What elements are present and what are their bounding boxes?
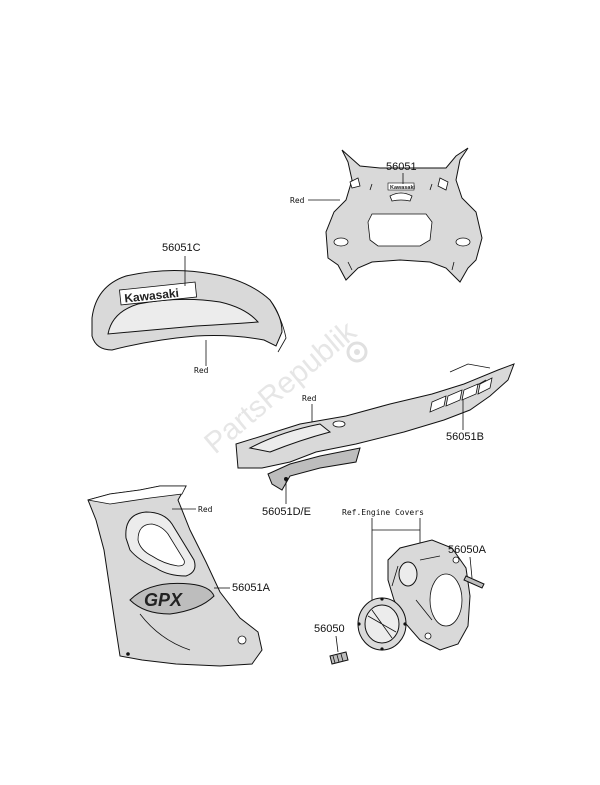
tail-cowl[interactable] — [235, 363, 515, 491]
fairing-logo-decal — [387, 182, 415, 191]
engine-cover-left[interactable] — [357, 597, 407, 651]
emblem-56050[interactable] — [329, 651, 349, 665]
tail-stripe-decal — [429, 377, 493, 413]
leader-56050A — [469, 556, 473, 579]
part-label-56051A[interactable]: 56051A — [232, 582, 271, 594]
tank-logo-decal — [119, 281, 198, 306]
front-fairing[interactable]: Kawasaki — [325, 147, 483, 283]
note-red-tank: Red — [194, 366, 209, 375]
note-engine-covers: Ref.Engine Covers — [342, 508, 424, 517]
note-red-tail: Red — [302, 394, 317, 403]
part-label-56051B[interactable]: 56051B — [446, 431, 484, 443]
note-red-fairing: Red — [290, 196, 305, 205]
part-label-56050A[interactable]: 56050A — [448, 544, 487, 556]
fuel-tank[interactable]: Kawasaki — [91, 269, 287, 353]
engine-cover-right[interactable] — [387, 539, 471, 651]
emblem-56050A[interactable] — [463, 575, 485, 589]
fairing-logo-text: Kawasaki — [390, 185, 416, 191]
side-fairing[interactable]: GPX — [87, 485, 263, 667]
note-red-side: Red — [198, 505, 213, 514]
part-label-56051DE[interactable]: 56051D/E — [262, 506, 311, 518]
part-label-56050[interactable]: 56050 — [314, 623, 345, 635]
side-gpx-decal: GPX — [129, 582, 215, 615]
part-label-56051C[interactable]: 56051C — [162, 242, 201, 254]
leader-56050 — [335, 635, 339, 653]
side-logo-text: GPX — [144, 590, 183, 610]
part-label-56051[interactable]: 56051 — [386, 161, 417, 173]
tank-logo-text: Kawasaki — [124, 286, 180, 306]
watermark-gear-icon — [346, 341, 368, 363]
